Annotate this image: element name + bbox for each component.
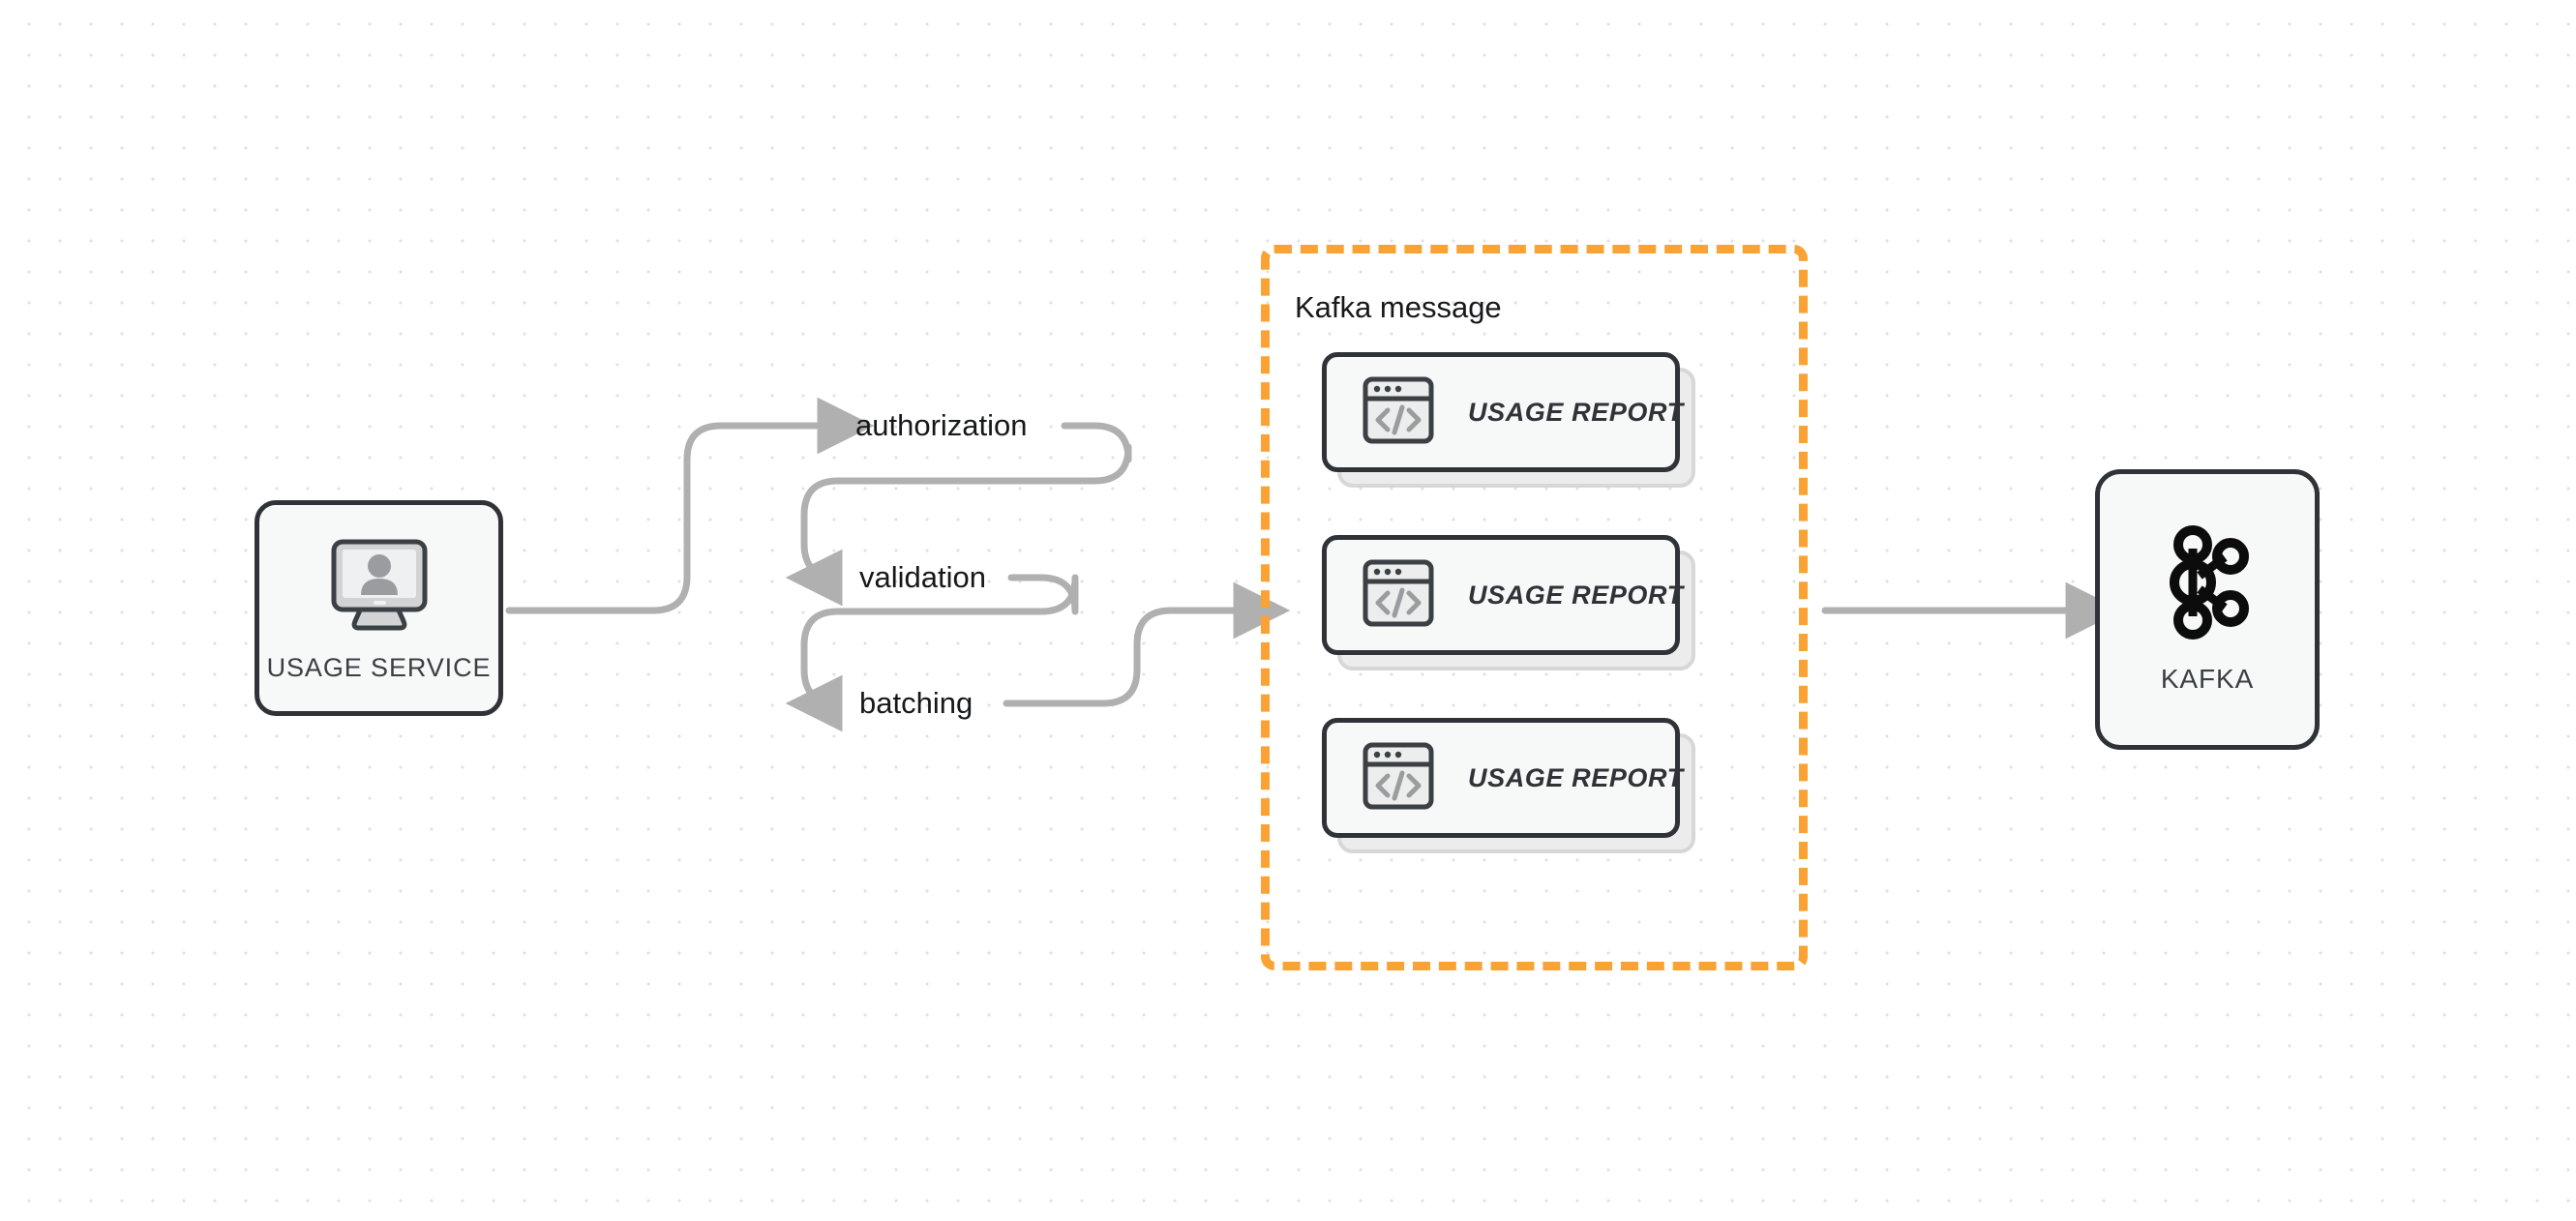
card-front[interactable]: USAGE REPORT [1322,352,1683,472]
usage-report-card[interactable]: USAGE REPORT [1322,535,1695,670]
pipeline-step-batching[interactable]: batching [859,686,973,720]
node-usage-service[interactable]: USAGE SERVICE [255,500,503,716]
pipeline-step-authorization[interactable]: authorization [855,408,1028,442]
code-window-icon [1362,741,1435,816]
kafka-message-group-title: Kafka message [1295,290,1502,324]
usage-report-card-label: USAGE REPORT [1468,397,1684,427]
kafka-message-group [1261,245,1808,970]
node-kafka-label: KAFKA [2160,663,2255,694]
edge-authorization-to-validation [785,422,1132,607]
node-kafka[interactable]: KAFKA [2095,469,2320,750]
code-window-icon [1362,558,1435,633]
code-window-icon [1362,375,1435,450]
pipeline-step-validation[interactable]: validation [859,560,986,594]
monitor-user-icon [326,534,433,640]
edge-batching-to-kafka-message [1003,581,1291,707]
usage-report-card[interactable]: USAGE REPORT [1322,718,1695,853]
card-front[interactable]: USAGE REPORT [1322,535,1683,655]
edge-validation-to-batching [785,574,1079,732]
usage-report-card[interactable]: USAGE REPORT [1322,352,1695,488]
kafka-logo-icon [2161,524,2254,644]
node-usage-service-label: USAGE SERVICE [266,652,492,682]
edge-service-to-authorization [505,397,875,614]
usage-report-card-label: USAGE REPORT [1468,580,1684,610]
usage-report-card-label: USAGE REPORT [1468,762,1684,792]
card-front[interactable]: USAGE REPORT [1322,718,1683,838]
